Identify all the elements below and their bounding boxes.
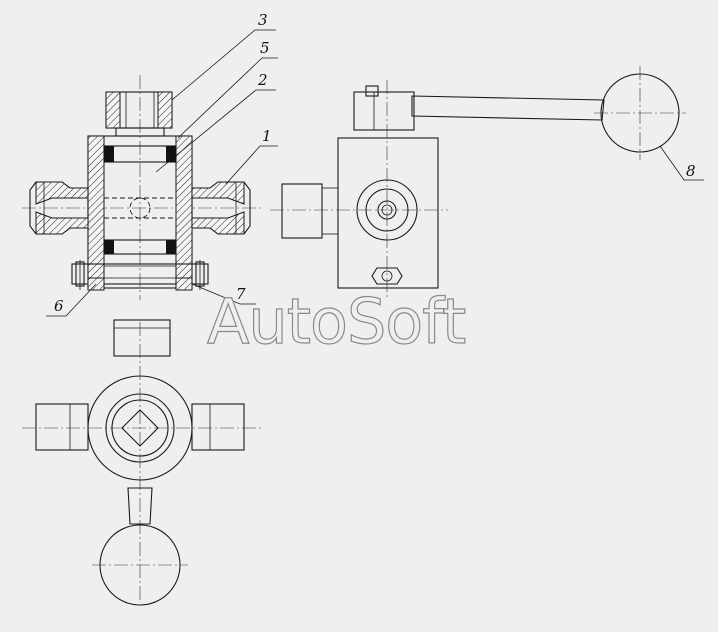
callout-5: 5 — [260, 39, 270, 57]
callout-8: 8 — [686, 162, 696, 180]
callout-1: 1 — [262, 127, 272, 145]
callout-2: 2 — [257, 71, 268, 89]
section-view — [22, 29, 278, 317]
watermark-text: AutoSoft — [207, 285, 465, 358]
callout-7: 7 — [236, 285, 246, 303]
side-view — [270, 66, 704, 300]
callout-6: 6 — [54, 297, 64, 315]
top-view — [22, 319, 262, 606]
callout-3: 3 — [258, 11, 268, 29]
